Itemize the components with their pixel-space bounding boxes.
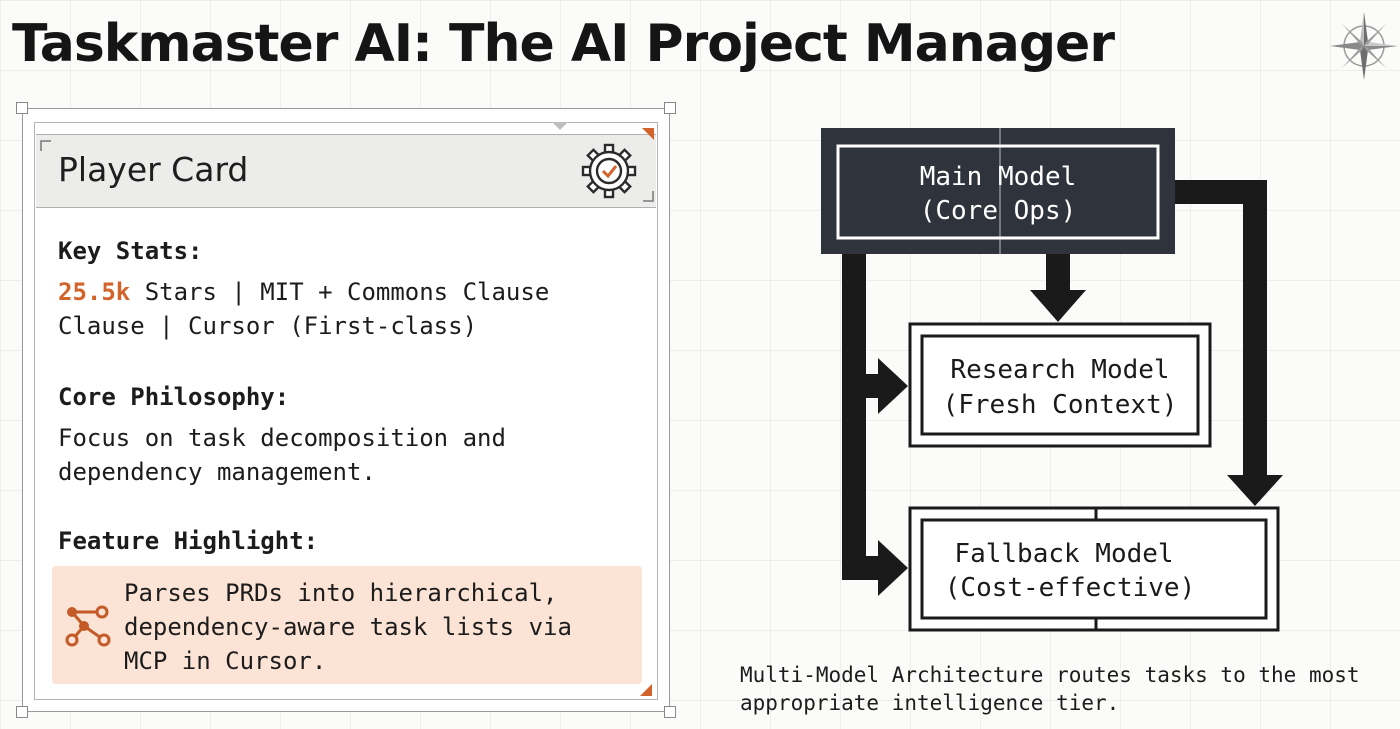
stars-count: 25.5k (58, 278, 131, 306)
header-bracket (40, 140, 51, 151)
player-card-header (36, 134, 656, 208)
key-stats-line-1-rest: Stars | MIT + Commons Clause (130, 278, 550, 306)
arrow-left-trunk (842, 254, 908, 596)
research-model-label-2: (Fresh Context) (943, 390, 1178, 420)
key-stats-line-1: 25.5k Stars | MIT + Commons Clause (58, 275, 549, 309)
frame-corner (16, 102, 28, 114)
main-model-label-1: Main Model (920, 162, 1077, 192)
frame-corner (16, 706, 28, 718)
core-philosophy-line-2: dependency management. (58, 458, 376, 486)
feature-highlight-label: Feature Highlight: (58, 527, 319, 555)
card-title: Player Card (58, 150, 249, 189)
diagram-caption-line-1: Multi-Model Architecture routes tasks to… (740, 663, 1360, 687)
corner-accent (642, 128, 654, 140)
key-stats-line-2: Clause | Cursor (First-class) (58, 312, 478, 340)
compass-star-icon (1330, 12, 1398, 80)
key-stats-label: Key Stats: (58, 237, 203, 265)
frame-corner (664, 102, 676, 114)
corner-accent (640, 684, 652, 696)
research-model-label-1: Research Model (950, 355, 1169, 385)
fallback-model-label-1: Fallback Model (954, 539, 1173, 569)
arrow-main-to-research (1030, 254, 1086, 322)
header-bracket (643, 191, 654, 202)
feature-highlight-line-1: Parses PRDs into hierarchical, (124, 579, 558, 607)
feature-highlight-line-3: MCP in Cursor. (124, 647, 327, 675)
gear-check-icon (581, 143, 637, 199)
page-title: Taskmaster AI: The AI Project Manager (12, 14, 1115, 74)
feature-highlight-box (52, 566, 642, 684)
research-model-node: Research Model (Fresh Context) (908, 322, 1212, 448)
fallback-model-label-2: (Cost-effective) (945, 573, 1195, 603)
frame-corner (664, 706, 676, 718)
arrow-main-to-fallback (1175, 180, 1283, 506)
diagram-caption-line-2: appropriate intelligence tier. (740, 691, 1120, 715)
fallback-model-node: Fallback Model (Cost-effective) (908, 506, 1280, 632)
node-graph-icon (65, 605, 111, 647)
feature-highlight-line-2: dependency-aware task lists via (124, 613, 572, 641)
main-model-label-2: (Core Ops) (920, 196, 1077, 226)
main-model-node: Main Model (Core Ops) (821, 128, 1175, 254)
core-philosophy-line-1: Focus on task decomposition and (58, 424, 506, 452)
card-notch (552, 122, 568, 130)
core-philosophy-label: Core Philosophy: (58, 383, 290, 411)
